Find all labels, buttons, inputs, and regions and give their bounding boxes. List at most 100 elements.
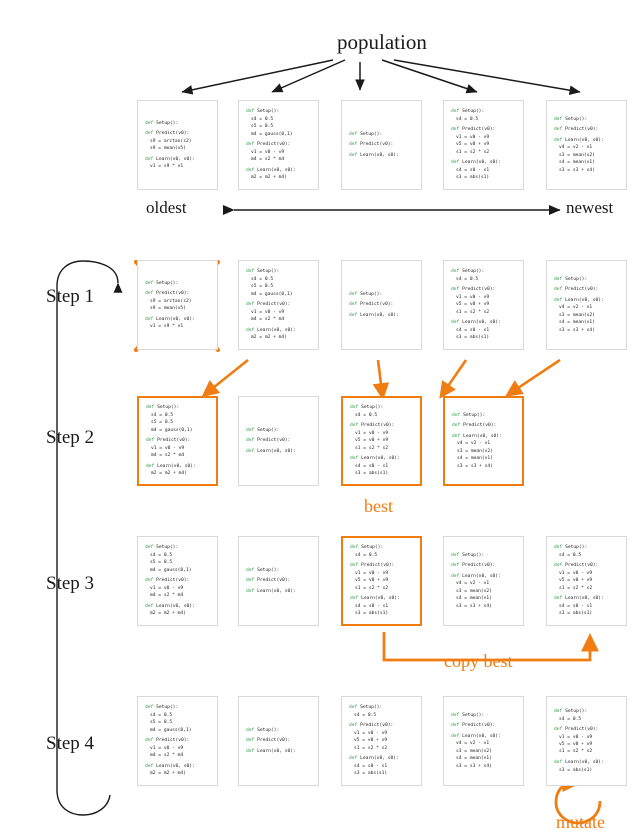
code-def-line: def Learn(v0, s0): (145, 156, 195, 162)
code-stmt-line: s4 = 0.5 (251, 276, 274, 282)
program-card-population-1: def Setup(): def Predict(v0):s9 = arctan(… (137, 100, 218, 190)
keyword-def: def (554, 760, 566, 766)
code-stmt-line: s4 = 0.5 (355, 412, 378, 418)
code-stmt-line: s4 = mean(v1) (456, 596, 492, 602)
code-def-line: def Predict(v0): (451, 287, 496, 293)
keyword-def: def (246, 327, 258, 333)
code-block: def Predict(v0):s9 = arctan(s2)s9 = mean… (145, 130, 211, 152)
keyword-def: def (246, 448, 258, 454)
keyword-def: def (145, 316, 157, 322)
code-def-line: def Learn(v0, s0): (451, 574, 501, 580)
code-stmt-line: s4 = s0 - s1 (355, 463, 389, 469)
code-stmt-line: s1 = s2 * s2 (354, 745, 388, 751)
keyword-def: def (554, 127, 566, 133)
code-def-line: def Learn(v0, s0): (554, 760, 604, 766)
keyword-def: def (554, 138, 566, 144)
step-label-2: Step 2 (46, 427, 95, 448)
code-block: def Predict(v0): (246, 437, 312, 444)
code-stmt-line: v1 = v0 - v9 (354, 730, 388, 736)
code-block: def Learn(v0, s0):s3 = abs(s1) (554, 759, 620, 774)
code-def-line: def Setup(): (451, 712, 485, 718)
keyword-def: def (350, 456, 362, 462)
code-def-line: def Predict(v0): (349, 142, 394, 148)
code-def-line: def Learn(v0, s0): (554, 596, 604, 602)
code-def-line: def Learn(v0, s0): (451, 320, 501, 326)
code-stmt-line: s5 = 0.5 (150, 720, 173, 726)
code-block: def Setup(): (451, 552, 517, 559)
code-block: def Learn(v0, s0):m2 = m2 + m4) (246, 327, 312, 342)
code-stmt-line: s4 = 0.5 (456, 276, 479, 282)
code-stmt-line: m4 = s2 * m4 (150, 593, 184, 599)
code-def-line: def Predict(v0): (246, 738, 291, 744)
code-stmt-line: s1 = s2 * s2 (559, 749, 593, 755)
code-stmt-line: s3 = mean(v2) (456, 588, 492, 594)
code-def-line: def Setup(): (246, 427, 280, 433)
code-block: def Predict(v0): (349, 141, 415, 148)
code-stmt-line: s3 = mean(v2) (559, 312, 595, 318)
keyword-def: def (451, 160, 463, 166)
keyword-def: def (451, 127, 463, 133)
keyword-def: def (246, 302, 258, 308)
step-label-1: Step 1 (46, 286, 95, 307)
code-block: def Setup(): (145, 120, 211, 127)
code-stmt-line: s9 = mean(v5) (150, 146, 186, 151)
keyword-def: def (145, 763, 157, 769)
code-stmt-line: s9 = arctan(s2) (150, 138, 192, 144)
code-block: def Predict(v0): (554, 126, 620, 133)
code-stmt-line: v5 = v0 + v9 (559, 578, 593, 584)
keyword-def: def (350, 405, 362, 411)
code-stmt-line: s4 = 0.5 (559, 552, 582, 558)
code-stmt-line: v5 = v0 + v9 (355, 578, 389, 584)
code-def-line: def Predict(v0): (350, 423, 395, 429)
code-stmt-line: s3 = s3 + s4) (559, 327, 595, 333)
code-stmt-line: s5 = 0.5 (151, 420, 174, 426)
code-stmt-line: s3 = mean(v2) (457, 448, 493, 454)
code-block: def Learn(v0, s0): (246, 748, 312, 755)
code-def-line: def Setup(): (145, 120, 179, 126)
keyword-def: def (246, 588, 258, 594)
keyword-def: def (350, 423, 362, 429)
code-block: def Setup(): (554, 276, 620, 283)
keyword-def: def (452, 434, 464, 440)
code-stmt-line: s3 = abs(s1) (456, 175, 490, 181)
keyword-def: def (349, 756, 361, 762)
code-def-line: def Learn(v0, s0): (349, 312, 399, 318)
keyword-def: def (145, 545, 157, 551)
keyword-def: def (145, 705, 157, 711)
program-card-step-4-4: def Setup():def Predict(v0):def Learn(v0… (443, 696, 524, 786)
axis-label-oldest: oldest (146, 198, 187, 217)
code-stmt-line: m4 = s2 * m4 (151, 453, 185, 459)
keyword-def: def (554, 276, 566, 282)
code-def-line: def Setup(): (554, 116, 588, 122)
code-def-line: def Learn(v0, s0): (554, 138, 604, 144)
code-stmt-line: s3 = abs(s1) (559, 767, 593, 773)
code-stmt-line: s3 = s3 + s4) (559, 167, 595, 173)
code-def-line: def Setup(): (451, 109, 485, 115)
keyword-def: def (246, 427, 258, 433)
code-block: def Predict(v0):s9 = arctan(s2)s9 = mean… (145, 290, 211, 312)
code-def-line: def Learn(v0, s0): (145, 603, 195, 609)
program-card-step-1-5: def Setup():def Predict(v0):def Learn(v0… (546, 260, 627, 350)
code-stmt-line: s1 = s2 * s2 (456, 149, 490, 155)
code-block: def Setup(): (349, 291, 415, 298)
code-def-line: def Predict(v0): (554, 287, 599, 293)
code-def-line: def Setup(): (451, 552, 485, 558)
population-arrows (181, 59, 581, 95)
code-def-line: def Learn(v0, s0): (246, 748, 296, 754)
keyword-def: def (145, 280, 157, 286)
code-stmt-line: s3 = abs(s1) (355, 471, 389, 477)
code-def-line: def Setup(): (146, 405, 180, 411)
code-stmt-line: s4 = 0.5 (354, 712, 377, 718)
keyword-def: def (451, 712, 463, 718)
code-def-line: def Setup(): (145, 705, 179, 711)
code-stmt-line: s4 = 0.5 (251, 116, 274, 122)
code-def-line: def Predict(v0): (349, 723, 394, 729)
keyword-def: def (350, 545, 362, 551)
